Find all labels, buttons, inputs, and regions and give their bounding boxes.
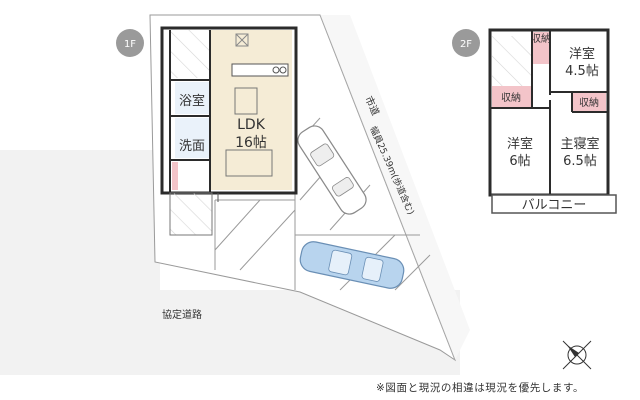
room-master-name: 主寝室 bbox=[560, 136, 599, 152]
room-western-a-name: 洋室 bbox=[569, 46, 595, 62]
floor2-badge-text: 2F bbox=[460, 39, 472, 50]
parking-car-icon bbox=[299, 241, 405, 289]
compass-icon bbox=[562, 340, 592, 370]
room-bath-label: 浴室 bbox=[179, 93, 205, 109]
storage-left-label: 収納 bbox=[501, 91, 521, 104]
storage-right-label: 収納 bbox=[579, 96, 599, 109]
parking-car-icon bbox=[297, 125, 367, 215]
agreed-road-label: 協定道路 bbox=[162, 308, 202, 321]
floor2-badge: 2F bbox=[452, 29, 480, 57]
room-western-b-name: 洋室 bbox=[507, 136, 533, 152]
floor1-badge: 1F bbox=[116, 29, 144, 57]
room-master-size: 6.5帖 bbox=[563, 154, 597, 169]
site-ground bbox=[0, 150, 460, 375]
room-western-b-size: 6帖 bbox=[509, 154, 530, 169]
balcony-label: バルコニー bbox=[522, 198, 587, 213]
floor1-plan bbox=[160, 26, 298, 236]
room-western-a-size: 4.5帖 bbox=[565, 64, 599, 79]
storage-top-label-line1: 収納 bbox=[531, 32, 551, 45]
room-washroom-label: 洗面 bbox=[179, 139, 205, 154]
road-edge-line bbox=[319, 14, 456, 361]
disclaimer-note: ※図面と現況の相違は現況を優先します。 bbox=[376, 382, 585, 394]
floor1-badge-text: 1F bbox=[124, 39, 136, 50]
floor2-plan bbox=[488, 28, 617, 214]
room-ldk-name: LDK bbox=[237, 117, 266, 133]
city-road-band bbox=[320, 15, 470, 360]
room-ldk-size: 16帖 bbox=[235, 135, 267, 151]
